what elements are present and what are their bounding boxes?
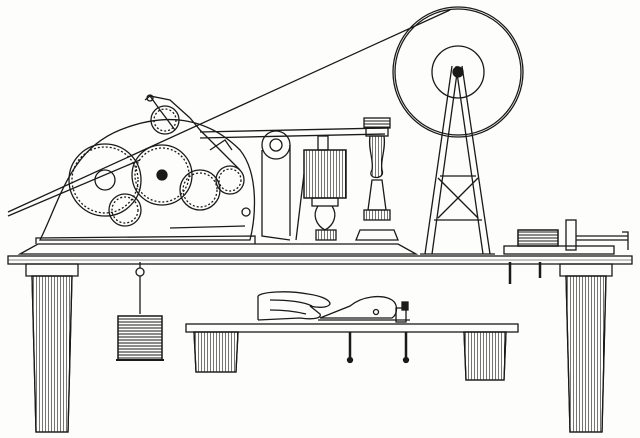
shelf [185,323,519,381]
tape-register [503,219,629,284]
hand [257,291,331,321]
flywheel-stand [420,65,495,255]
table [7,255,633,433]
weight [116,262,164,361]
connecting-rod [199,127,386,241]
gear-train [35,94,256,244]
electromagnet [295,135,347,241]
column [355,117,399,241]
drive-cord [7,9,451,217]
apparatus-base [17,243,419,255]
key [318,295,410,323]
flywheel [392,6,524,138]
